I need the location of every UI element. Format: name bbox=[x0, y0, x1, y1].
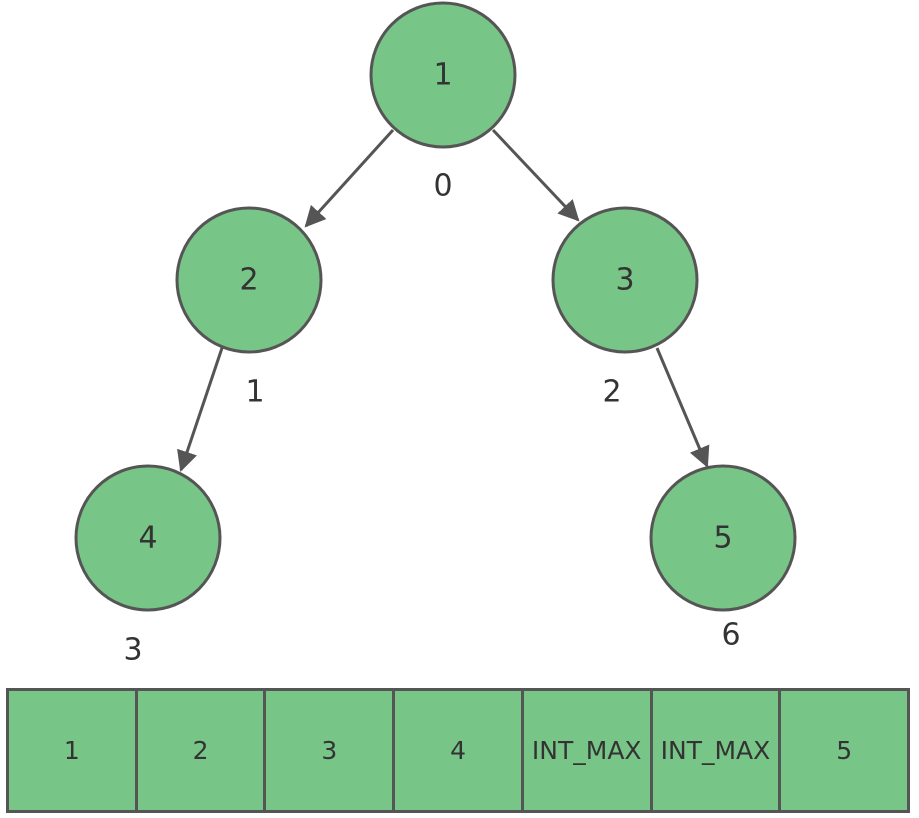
array-cell: 4 bbox=[395, 691, 524, 810]
array-cell: 3 bbox=[266, 691, 396, 810]
tree-node-right-right: 5 bbox=[649, 464, 797, 612]
array-cell: INT_MAX bbox=[524, 691, 653, 810]
node-index-label: 2 bbox=[602, 375, 621, 410]
node-index-label: 6 bbox=[721, 618, 740, 653]
tree-node-left-left: 4 bbox=[74, 464, 222, 612]
node-value: 5 bbox=[713, 521, 732, 556]
node-value: 1 bbox=[433, 58, 452, 93]
binary-tree-diagram: 1 2 3 4 5 0 1 2 3 6 bbox=[74, 1, 797, 668]
edge-root-to-left bbox=[304, 128, 395, 228]
array-cell: 5 bbox=[836, 736, 853, 765]
array-cell: 2 bbox=[138, 691, 267, 810]
array-cell: INT_MAX bbox=[653, 691, 782, 810]
node-value: 2 bbox=[239, 263, 258, 298]
node-index-label: 3 bbox=[123, 633, 142, 668]
edge-left-to-left-left bbox=[177, 347, 224, 472]
node-index-label: 0 bbox=[433, 169, 452, 204]
array-cell: 1 bbox=[9, 691, 138, 810]
tree-node-root: 1 bbox=[369, 1, 517, 149]
node-value: 4 bbox=[138, 521, 157, 556]
node-value: 3 bbox=[615, 263, 634, 298]
node-index-label: 1 bbox=[245, 375, 264, 410]
edge-right-to-right-right bbox=[655, 347, 710, 468]
heap-array: 1 2 3 4 INT_MAX INT_MAX 5 bbox=[6, 688, 910, 813]
edge-root-to-right bbox=[491, 128, 580, 222]
tree-node-left: 2 bbox=[175, 206, 323, 354]
tree-node-right: 3 bbox=[551, 206, 699, 354]
